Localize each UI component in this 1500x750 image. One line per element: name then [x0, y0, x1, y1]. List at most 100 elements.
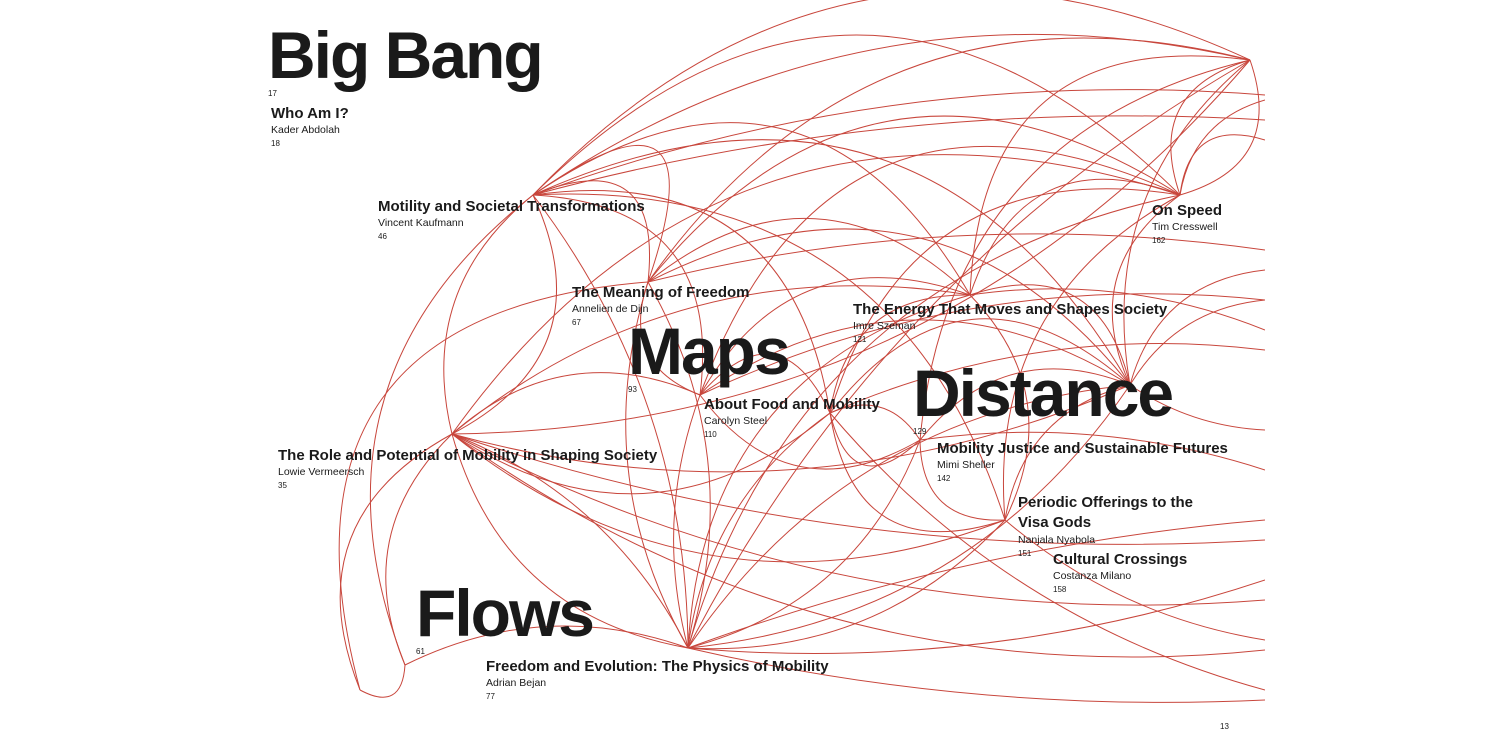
- chapter-page-number: 110: [704, 430, 717, 439]
- chapter-motility[interactable]: Motility and Societal Transformations Vi…: [378, 198, 645, 241]
- connection-line: [451, 433, 1265, 658]
- section-maps: Maps 93: [628, 318, 791, 394]
- section-distance: Distance 129: [913, 360, 1174, 436]
- chapter-cultural-crossings[interactable]: Cultural Crossings Costanza Milano 158: [1053, 551, 1187, 594]
- chapter-page-number: 18: [271, 139, 280, 148]
- chapter-page-number: 46: [378, 232, 387, 241]
- connection-line: [532, 0, 1251, 196]
- connection-line: [532, 194, 704, 396]
- connection-line: [919, 439, 1006, 521]
- connection-line: [687, 194, 1181, 649]
- connection-line: [829, 188, 1181, 414]
- section-title: Maps: [628, 314, 791, 388]
- connection-line: [687, 384, 1131, 649]
- connection-line: [1123, 59, 1251, 386]
- chapter-author: Annelien de Dijn: [572, 303, 649, 315]
- connection-line: [829, 412, 1265, 691]
- chapter-mobility-justice[interactable]: Mobility Justice and Sustainable Futures…: [937, 440, 1228, 483]
- connection-line: [451, 59, 1251, 435]
- connection-line: [451, 285, 971, 435]
- connection-line: [699, 145, 1181, 396]
- connection-line: [339, 433, 453, 691]
- chapter-author: Vincent Kaufmann: [378, 217, 464, 229]
- connection-line: [532, 122, 971, 296]
- connection-line: [532, 180, 650, 283]
- connection-line: [625, 281, 689, 649]
- connection-line: [687, 519, 1006, 650]
- chapter-author: Costanza Milano: [1053, 570, 1132, 582]
- connection-line: [1004, 519, 1265, 641]
- section-big-bang: Big Bang 17: [268, 22, 544, 98]
- connection-line: [647, 281, 711, 649]
- connection-line: [640, 281, 701, 396]
- connection-line: [687, 59, 1251, 649]
- section-page-number: 129: [913, 427, 927, 436]
- chapter-title: Periodic Offerings to the Visa Gods: [1018, 494, 1194, 531]
- connection-line: [1129, 299, 1265, 386]
- section-page-number: 17: [268, 89, 277, 98]
- chapter-meaning-freedom[interactable]: The Meaning of Freedom Annelien de Dijn …: [572, 284, 750, 327]
- chapter-author: Mimi Sheller: [937, 459, 995, 471]
- chapter-title: Motility and Societal Transformations: [378, 198, 645, 215]
- chapter-page-number: 162: [1152, 236, 1166, 245]
- chapter-role-potential[interactable]: The Role and Potential of Mobility in Sh…: [278, 447, 657, 490]
- chapter-title: Freedom and Evolution: The Physics of Mo…: [486, 658, 829, 675]
- chapter-page-number: 77: [486, 692, 495, 701]
- section-page-number: 61: [416, 647, 425, 656]
- chapter-energy[interactable]: The Energy That Moves and Shapes Society…: [853, 301, 1167, 344]
- connection-line: [532, 144, 670, 283]
- connection-line: [647, 228, 1131, 386]
- connection-line: [969, 55, 1251, 296]
- connection-line: [451, 154, 1181, 435]
- chapter-who-am-i[interactable]: Who Am I? Kader Abdolah 18: [271, 105, 349, 148]
- connection-line: [699, 277, 971, 396]
- connection-line: [532, 115, 1265, 196]
- connection-line: [338, 281, 649, 691]
- chapter-page-number: 67: [572, 318, 581, 327]
- chapter-title: About Food and Mobility: [704, 396, 880, 413]
- connection-line: [359, 664, 406, 698]
- section-page-number: 93: [628, 385, 637, 394]
- connection-line: [829, 412, 921, 467]
- connection-line: [1179, 59, 1260, 196]
- connection-line: [532, 139, 1131, 386]
- chapter-food-mobility[interactable]: About Food and Mobility Carolyn Steel 11…: [704, 396, 880, 439]
- connection-line: [1111, 194, 1181, 386]
- connection-lines: [338, 0, 1265, 703]
- section-title: Big Bang: [268, 18, 544, 92]
- connection-line: [1129, 269, 1265, 386]
- chapter-title: The Energy That Moves and Shapes Society: [853, 301, 1168, 318]
- connection-line: [687, 579, 1265, 654]
- connection-line: [451, 433, 1006, 563]
- connection-line: [1170, 59, 1251, 196]
- connection-line: [532, 193, 1006, 521]
- connection-line: [829, 342, 1265, 414]
- connection-line: [673, 394, 701, 649]
- chapter-author: Lowie Vermeersch: [278, 466, 365, 478]
- connection-line: [829, 412, 1006, 533]
- connection-line: [1179, 99, 1265, 196]
- chapter-page-number: 142: [937, 474, 951, 483]
- connection-line: [829, 404, 921, 441]
- chapter-freedom-evolution[interactable]: Freedom and Evolution: The Physics of Mo…: [486, 658, 829, 701]
- chapter-title: Cultural Crossings: [1053, 551, 1188, 568]
- chapter-on-speed[interactable]: On Speed Tim Cresswell 162: [1152, 202, 1222, 245]
- connection-line: [451, 433, 1265, 545]
- connection-line: [919, 431, 1265, 471]
- connection-line: [699, 293, 1265, 396]
- connection-line: [443, 194, 534, 435]
- chapter-periodic-offerings[interactable]: Periodic Offerings to the Visa Gods Nanj…: [1018, 493, 1193, 558]
- connection-line: [647, 233, 1265, 283]
- connection-line: [969, 294, 1030, 521]
- connection-line: [829, 294, 971, 414]
- chapter-page-number: 35: [278, 481, 287, 490]
- chapter-author: Nanjala Nyabola: [1018, 534, 1096, 546]
- connection-line: [687, 647, 1265, 703]
- section-flows: Flows 61: [416, 580, 595, 656]
- chapter-page-number: 121: [853, 335, 867, 344]
- connection-line: [647, 218, 971, 296]
- connection-line: [699, 353, 831, 414]
- chapter-title: Mobility Justice and Sustainable Futures: [937, 440, 1228, 457]
- chapter-author: Kader Abdolah: [271, 124, 340, 136]
